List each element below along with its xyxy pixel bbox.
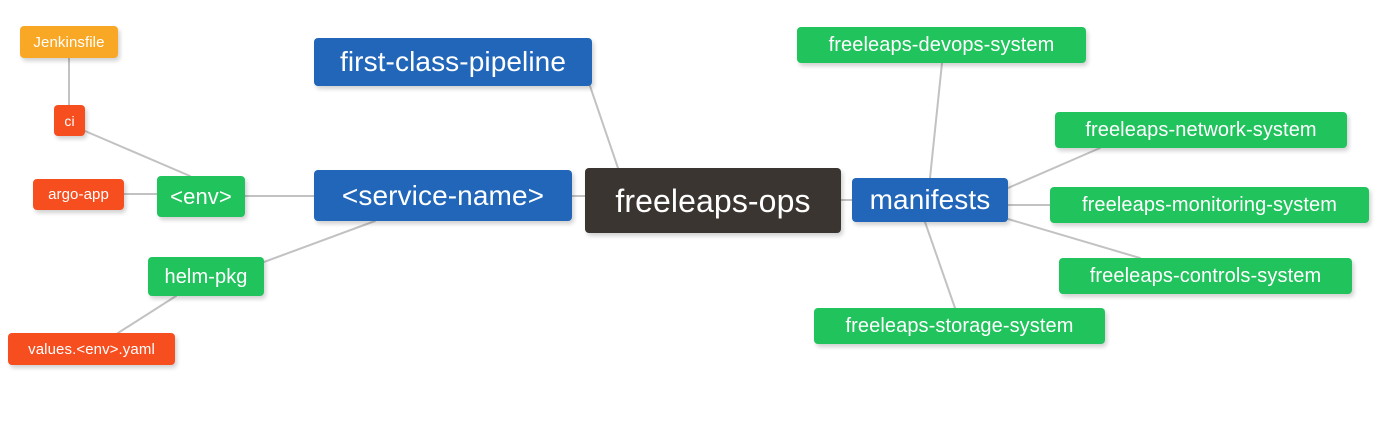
node-root-freeleaps-ops[interactable]: freeleaps-ops <box>585 168 841 233</box>
node-freeleaps-storage-system-label: freeleaps-storage-system <box>845 315 1074 337</box>
edge-manifests-devops-system <box>929 62 943 179</box>
node-env-label: <env> <box>170 183 232 209</box>
node-freeleaps-monitoring-system-label: freeleaps-monitoring-system <box>1081 194 1337 216</box>
node-ci[interactable]: ci <box>54 105 85 136</box>
node-freeleaps-network-system[interactable]: freeleaps-network-system <box>1055 112 1347 148</box>
node-argo-app[interactable]: argo-app <box>33 179 124 210</box>
node-manifests[interactable]: manifests <box>852 178 1008 222</box>
node-ci-label: ci <box>64 112 75 129</box>
node-service-name-label: <service-name> <box>341 179 545 211</box>
edge-root-first-class-pipeline <box>589 85 619 169</box>
node-jenkinsfile[interactable]: Jenkinsfile <box>20 26 118 58</box>
node-freeleaps-storage-system[interactable]: freeleaps-storage-system <box>814 308 1105 344</box>
node-freeleaps-network-system-label: freeleaps-network-system <box>1085 119 1317 141</box>
node-freeleaps-monitoring-system[interactable]: freeleaps-monitoring-system <box>1050 187 1369 223</box>
node-freeleaps-devops-system[interactable]: freeleaps-devops-system <box>797 27 1086 63</box>
edge-manifests-storage-system <box>924 221 956 309</box>
edge-service-name-helm-pkg <box>263 220 376 263</box>
node-argo-app-label: argo-app <box>48 186 109 203</box>
node-first-class-pipeline[interactable]: first-class-pipeline <box>314 38 592 86</box>
node-helm-pkg[interactable]: helm-pkg <box>148 257 264 296</box>
edge-manifests-network-system <box>1007 147 1101 189</box>
node-helm-pkg-label: helm-pkg <box>164 265 248 288</box>
node-first-class-pipeline-label: first-class-pipeline <box>339 46 567 77</box>
edge-env-ci <box>84 130 191 177</box>
edge-helm-pkg-values-yaml <box>117 295 177 334</box>
edge-manifests-controls-system <box>1007 218 1141 259</box>
node-jenkinsfile-label: Jenkinsfile <box>33 33 105 51</box>
node-root-label: freeleaps-ops <box>615 182 811 219</box>
node-freeleaps-controls-system-label: freeleaps-controls-system <box>1089 265 1322 287</box>
node-manifests-label: manifests <box>869 184 991 215</box>
node-service-name[interactable]: <service-name> <box>314 170 572 221</box>
node-values-yaml-label: values.<env>.yaml <box>28 340 155 358</box>
node-values-yaml[interactable]: values.<env>.yaml <box>8 333 175 365</box>
node-env[interactable]: <env> <box>157 176 245 217</box>
node-freeleaps-devops-system-label: freeleaps-devops-system <box>828 34 1055 56</box>
node-freeleaps-controls-system[interactable]: freeleaps-controls-system <box>1059 258 1352 294</box>
